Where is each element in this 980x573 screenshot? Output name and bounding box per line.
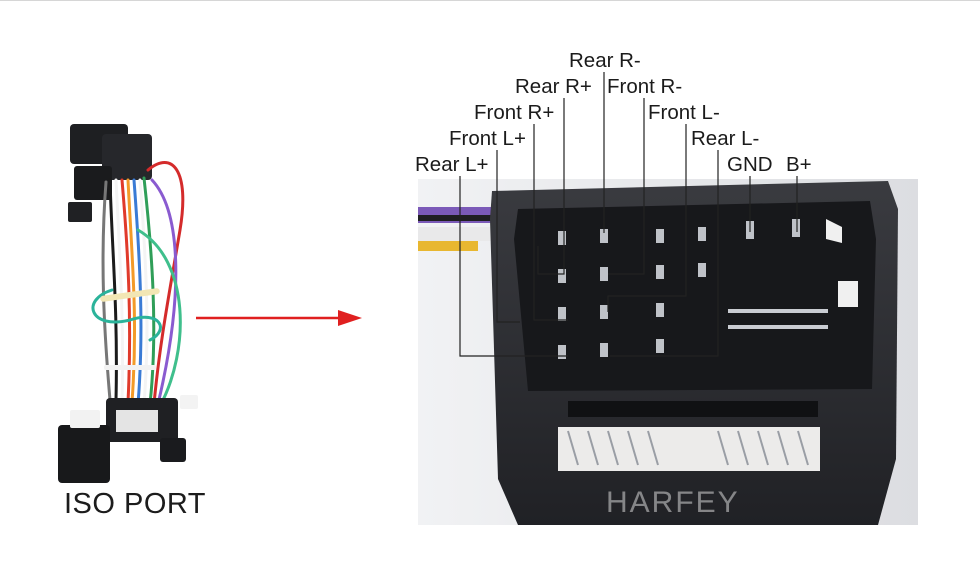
label-b-plus: B+ — [786, 153, 812, 176]
brand-watermark: HARFEY — [606, 486, 740, 519]
pointer-arrow — [190, 305, 365, 331]
top-divider — [0, 0, 980, 1]
iso-port-caption: ISO PORT — [63, 488, 207, 520]
label-rear-r-plus: Rear R+ — [515, 75, 592, 98]
connector-photo: HARFEY — [418, 179, 918, 525]
label-rear-l-minus: Rear L- — [691, 127, 760, 150]
connector-pin-block — [558, 427, 820, 471]
label-rear-l-plus: Rear L+ — [415, 153, 489, 176]
label-front-l-plus: Front L+ — [449, 127, 526, 150]
iso-harness-image — [40, 110, 230, 490]
label-front-l-minus: Front L- — [648, 101, 720, 124]
label-rear-r-minus: Rear R- — [569, 49, 641, 72]
label-gnd: GND — [727, 153, 773, 176]
label-front-r-minus: Front R- — [607, 75, 683, 98]
label-front-r-plus: Front R+ — [474, 101, 555, 124]
